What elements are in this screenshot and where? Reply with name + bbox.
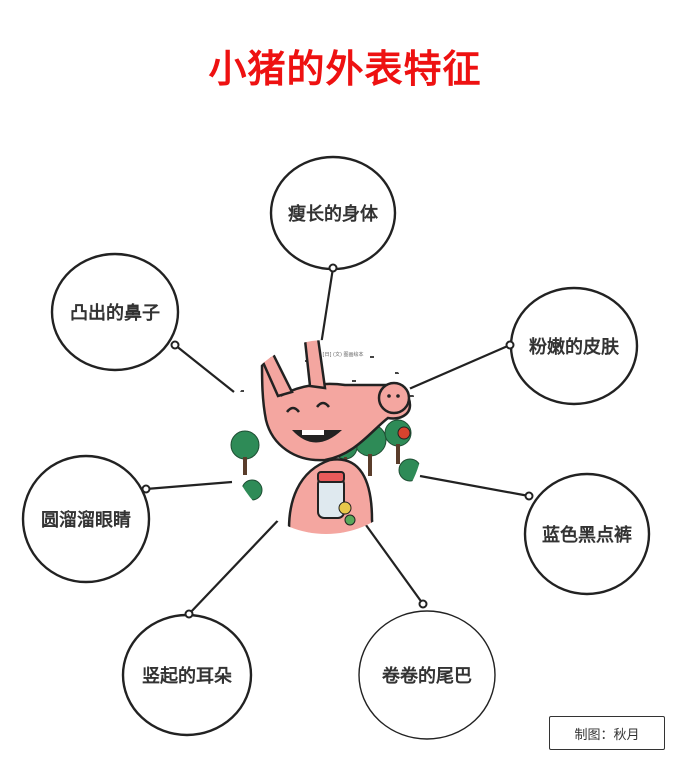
node-circle-nose xyxy=(50,252,180,372)
node-tail: 卷卷的尾巴 xyxy=(382,666,472,687)
connector-pants xyxy=(419,474,530,498)
connector-dot xyxy=(141,484,151,494)
connector-dot xyxy=(170,340,180,350)
connector-body xyxy=(319,267,335,346)
connector-dot xyxy=(328,263,338,273)
connector-dot xyxy=(418,599,428,609)
connectors xyxy=(145,267,530,615)
node-circle-pants xyxy=(523,472,651,596)
connector-ears xyxy=(188,511,287,615)
book-caption: [日] (文) 图画绘本 xyxy=(323,351,364,358)
connector-skin xyxy=(401,343,511,394)
connector-tail xyxy=(357,513,424,605)
connector-nose xyxy=(174,344,235,393)
connector-dot xyxy=(524,491,534,501)
node-body: 瘦长的身体 xyxy=(288,204,378,225)
connector-dot xyxy=(184,609,194,619)
node-eyes: 圆溜溜眼睛 xyxy=(41,510,131,531)
page-title: 小猪的外表特征 xyxy=(208,47,482,91)
connector-eyes xyxy=(145,480,233,491)
node-pants: 蓝色黑点裤 xyxy=(542,525,632,546)
node-skin: 粉嫩的皮肤 xyxy=(529,337,619,358)
node-circle-eyes xyxy=(21,454,151,584)
credit-box: 制图：秋月 xyxy=(549,716,665,750)
node-ears: 竖起的耳朵 xyxy=(142,666,232,687)
node-nose: 凸出的鼻子 xyxy=(70,303,160,324)
node-circle-tail xyxy=(358,610,496,740)
connector-dot xyxy=(505,340,515,350)
pig-illustration xyxy=(229,340,423,534)
